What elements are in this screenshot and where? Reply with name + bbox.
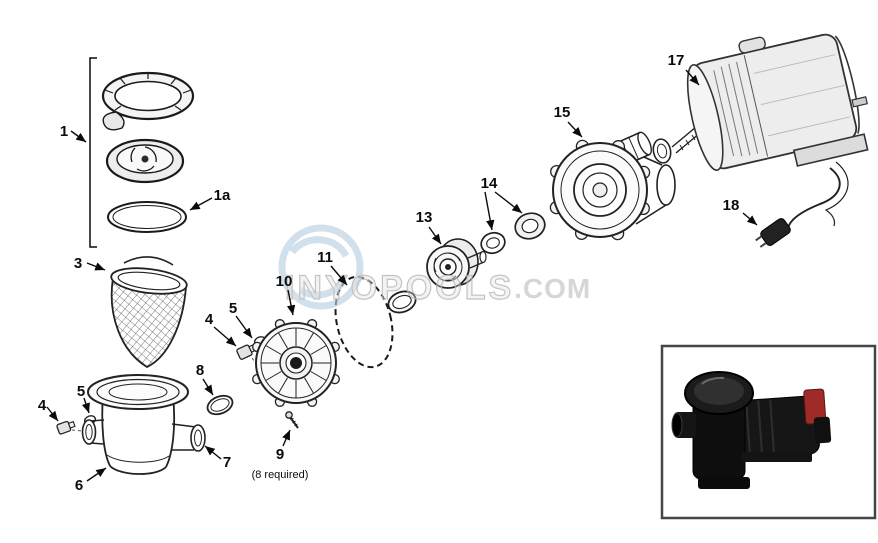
power-cord-and-plug [755, 161, 849, 248]
power-plug [755, 218, 791, 248]
part-9-note: (8 required) [252, 469, 309, 481]
part-15-label: 15 [554, 104, 571, 121]
part-3-label: 3 [74, 255, 82, 272]
part-18-label: 18 [723, 197, 740, 214]
leader-arrows [46, 57, 758, 482]
oring-8 [206, 394, 234, 416]
volute-housing [549, 131, 676, 241]
motor-lift-eye [738, 36, 766, 54]
part-7-label: 7 [223, 454, 231, 471]
watermark-text: INYOPOOLS.COM [285, 269, 591, 307]
part-13-label: 13 [416, 209, 433, 226]
motor [686, 33, 869, 171]
part-14-label: 14 [481, 175, 498, 192]
part-labels: 1 1a 3 4 5 6 7 8 4 5 9 (8 required) 10 1… [38, 52, 740, 494]
part-5-mid-label: 5 [229, 300, 237, 317]
part-1-label: 1 [60, 123, 68, 140]
part-1-bracket [89, 57, 97, 248]
impeller [426, 238, 487, 289]
part-4-mid-label: 4 [205, 311, 214, 328]
water-slinger-ring [652, 138, 672, 164]
part-6-label: 6 [75, 477, 83, 494]
shaft-seal-assembly [480, 212, 546, 255]
assembled-pump-photo [671, 371, 832, 489]
pump-lid [105, 138, 185, 184]
part-1a-label: 1a [214, 187, 231, 204]
motor-vents [713, 61, 759, 157]
part-4-left-label: 4 [38, 397, 47, 414]
part-9-label: 9 [276, 446, 284, 463]
seal-plate [252, 319, 340, 407]
part-10-label: 10 [276, 273, 293, 290]
drain-plug-and-oring-left [56, 415, 97, 435]
part-11-label: 11 [317, 249, 333, 266]
pump-strainer-housing [81, 374, 206, 475]
small-oring-mid [387, 290, 417, 314]
strainer-basket [110, 256, 188, 369]
oring-11 [334, 275, 394, 369]
part-8-label: 8 [196, 362, 204, 379]
motor-base [792, 133, 869, 167]
part-5-left-label: 5 [77, 383, 85, 400]
product-photo-inset [660, 344, 877, 520]
clamp-ring [101, 71, 195, 131]
lid-oring [107, 201, 187, 233]
mounting-screw [285, 411, 299, 429]
watermark: INYOPOOLS.COM [278, 224, 591, 310]
part-17-label: 17 [668, 52, 685, 69]
drain-port-plug-7 [190, 424, 206, 452]
